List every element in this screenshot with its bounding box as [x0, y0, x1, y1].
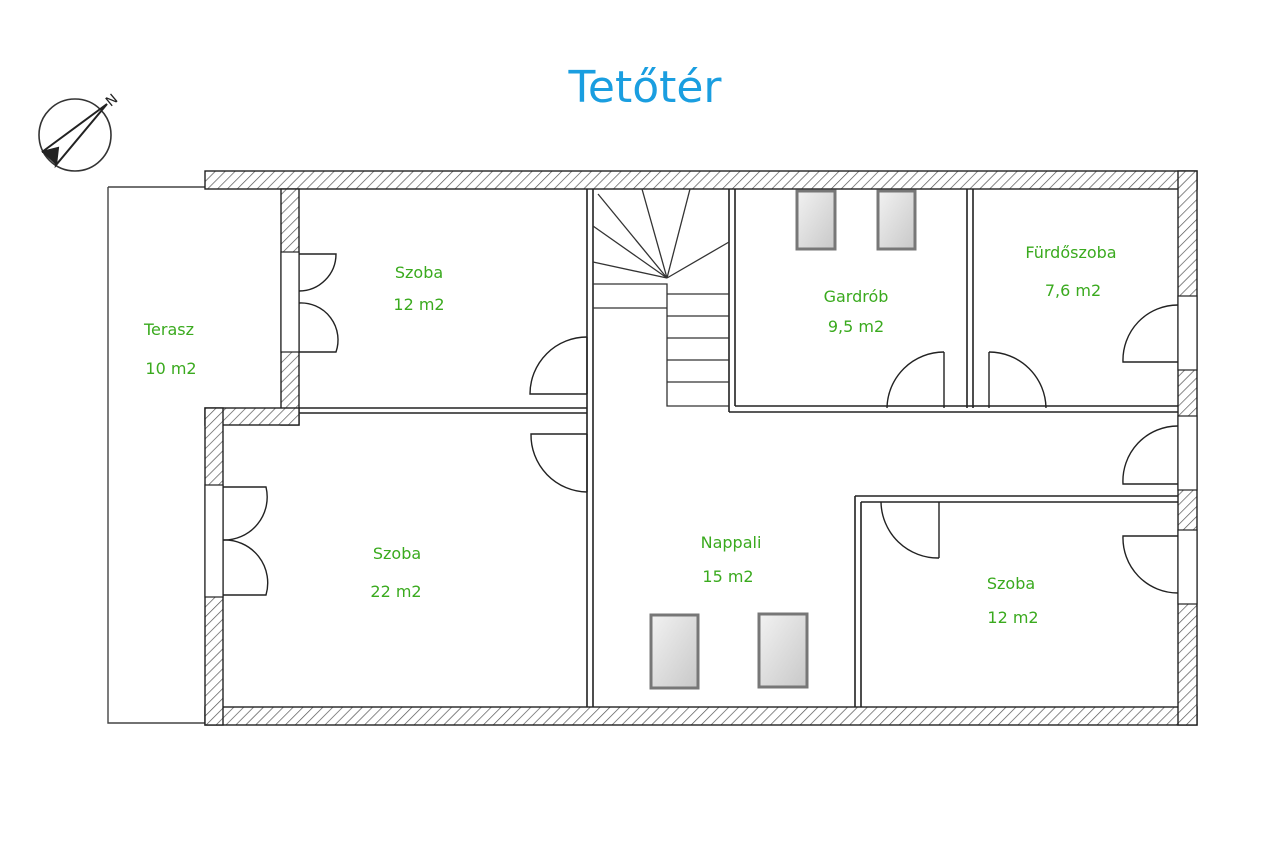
page-title: Tetőtér: [568, 62, 722, 113]
window-casement-szoba-2: [222, 486, 269, 596]
window-casement-corridor: [1122, 425, 1179, 485]
room-name-szoba-3: Szoba: [987, 574, 1035, 593]
skylights: [649, 189, 917, 690]
wall-bottom: [204, 706, 1198, 726]
room-name-furdoszoba: Fürdőszoba: [1025, 243, 1116, 262]
door-szoba-3: [880, 501, 940, 559]
skylight-icon: [876, 189, 917, 251]
compass-circle: [38, 98, 112, 172]
room-name-nappali: Nappali: [701, 533, 762, 552]
room-labels: Terasz 10 m2 Szoba 12 m2 Szoba 22 m2 Gar…: [143, 243, 1117, 627]
room-name-gardrob: Gardrób: [824, 287, 889, 306]
room-area-furdoszoba: 7,6 m2: [1045, 281, 1101, 300]
door-gardrob: [886, 351, 945, 409]
door-furdoszoba: [988, 351, 1047, 409]
window-right-1: [1177, 295, 1198, 371]
terrace-outline: [107, 186, 205, 724]
room-area-szoba-1: 12 m2: [393, 295, 444, 314]
room-area-szoba-2: 22 m2: [370, 582, 421, 601]
window-casement-szoba-1: [298, 253, 339, 353]
skylight-icon: [795, 189, 837, 251]
door-szoba-1: [529, 336, 588, 395]
interior-walls: [299, 189, 1178, 707]
room-area-terasz: 10 m2: [145, 359, 196, 378]
doors: [222, 253, 1179, 596]
wall-top: [204, 170, 1198, 190]
room-name-szoba-1: Szoba: [395, 263, 443, 282]
door-szoba-2: [530, 433, 588, 493]
room-area-szoba-3: 12 m2: [987, 608, 1038, 627]
room-name-szoba-2: Szoba: [373, 544, 421, 563]
window-right-3: [1177, 529, 1198, 605]
staircase: [592, 188, 730, 407]
window-left-lower: [204, 484, 224, 598]
window-right-2: [1177, 415, 1198, 491]
room-area-gardrob: 9,5 m2: [828, 317, 884, 336]
window-left-upper: [280, 251, 300, 353]
room-area-nappali: 15 m2: [702, 567, 753, 586]
windows: [204, 251, 1198, 605]
window-casement-szoba-3: [1122, 535, 1179, 594]
skylight-icon: [757, 612, 809, 689]
north-arrow-head: [42, 148, 58, 165]
window-casement-furdoszoba: [1122, 304, 1179, 363]
skylight-icon: [649, 613, 700, 690]
room-name-terasz: Terasz: [143, 320, 194, 339]
